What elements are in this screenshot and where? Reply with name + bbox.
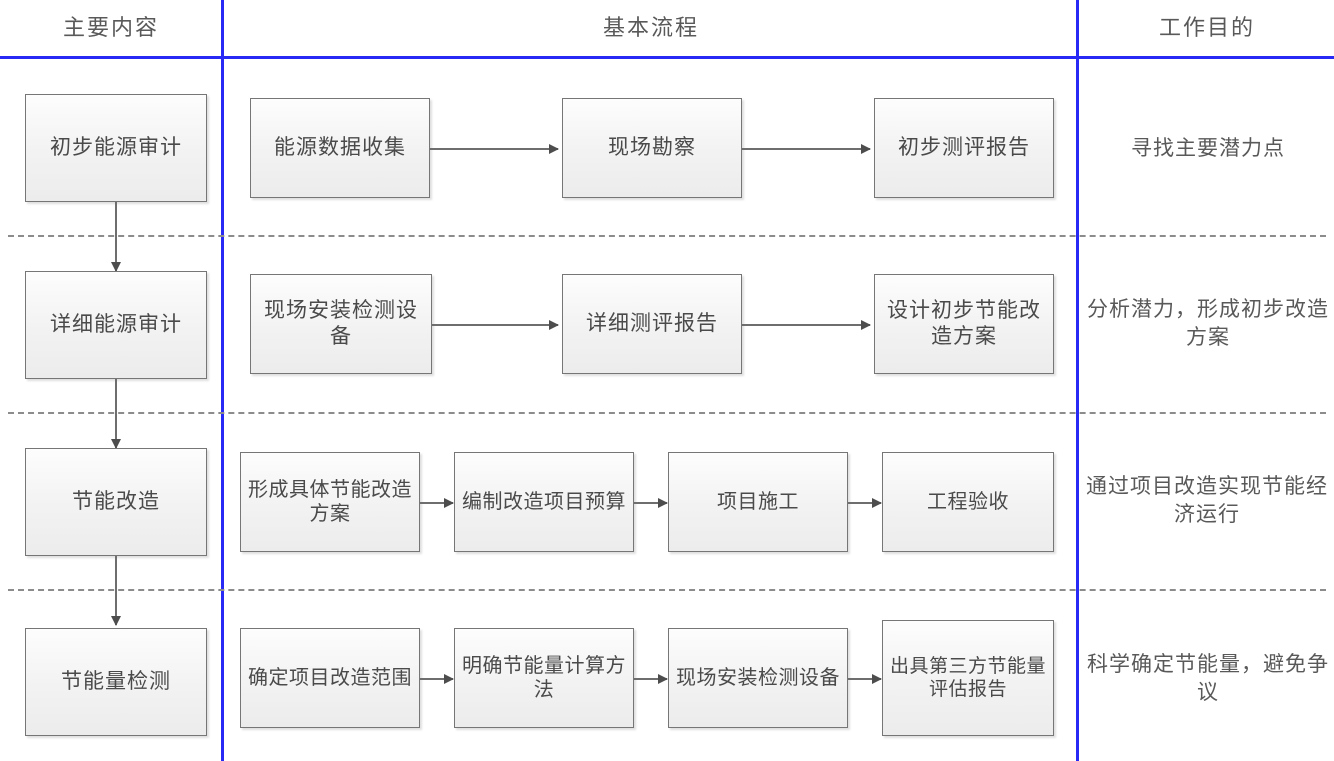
row-separator-2 [8, 412, 1326, 414]
row-separator-1 [8, 235, 1326, 237]
arrow-row1-1to2 [430, 144, 559, 154]
stage-box-row4[interactable]: 节能量检测 [25, 628, 207, 736]
arrow-row3-2to3 [634, 498, 668, 508]
step-box-row4-col1[interactable]: 确定项目改造范围 [240, 628, 420, 728]
purpose-text-row1: 寻找主要潜力点 [1131, 136, 1285, 160]
step-box-row4-col3[interactable]: 现场安装检测设备 [668, 628, 848, 728]
step-box-row3-col4[interactable]: 工程验收 [882, 452, 1054, 552]
step-box-row1-col1[interactable]: 能源数据收集 [250, 98, 430, 198]
stage-connector-stub-1 [115, 202, 117, 235]
stage-connector-stub-2 [115, 379, 117, 412]
stage-arrow-2to3 [111, 412, 121, 449]
stage-arrow-1to2 [111, 235, 121, 272]
divider-left [221, 0, 224, 761]
arrow-row2-1to2 [432, 320, 559, 330]
arrow-row3-3to4 [848, 498, 882, 508]
arrow-row2-2to3 [742, 320, 871, 330]
step-box-row2-col3[interactable]: 设计初步节能改造方案 [874, 274, 1054, 374]
arrow-row4-1to2 [420, 674, 454, 684]
purpose-text-row4: 科学确定节能量，避免争议 [1087, 652, 1329, 705]
stage-arrow-3to4 [111, 589, 121, 626]
stage-box-row1[interactable]: 初步能源审计 [25, 94, 207, 202]
stage-connector-stub-3 [115, 556, 117, 589]
divider-right [1076, 0, 1079, 761]
stage-box-row3[interactable]: 节能改造 [25, 448, 207, 556]
purpose-text-row3: 通过项目改造实现节能经济运行 [1086, 474, 1328, 527]
step-box-row3-col1[interactable]: 形成具体节能改造方案 [240, 452, 420, 552]
arrow-row1-2to3 [742, 144, 871, 154]
arrow-row4-3to4 [848, 674, 882, 684]
purpose-text-row2: 分析潜力，形成初步改造方案 [1087, 297, 1329, 350]
step-box-row3-col2[interactable]: 编制改造项目预算 [454, 452, 634, 552]
arrow-row4-2to3 [634, 674, 668, 684]
step-box-row4-col2[interactable]: 明确节能量计算方法 [454, 628, 634, 728]
step-box-row2-col2[interactable]: 详细测评报告 [562, 274, 742, 374]
row-separator-3 [8, 589, 1326, 591]
column-header-main-content: 主要内容 [62, 15, 159, 40]
step-box-row2-col1[interactable]: 现场安装检测设备 [250, 274, 432, 374]
arrow-row3-1to2 [420, 498, 454, 508]
column-header-work-purpose: 工作目的 [1158, 15, 1255, 40]
step-box-row1-col3[interactable]: 初步测评报告 [874, 98, 1054, 198]
header-underline [0, 56, 1334, 59]
column-header-basic-process: 基本流程 [602, 15, 699, 40]
step-box-row4-col4[interactable]: 出具第三方节能量评估报告 [882, 620, 1054, 736]
stage-box-row2[interactable]: 详细能源审计 [25, 271, 207, 379]
step-box-row1-col2[interactable]: 现场勘察 [562, 98, 742, 198]
step-box-row3-col3[interactable]: 项目施工 [668, 452, 848, 552]
